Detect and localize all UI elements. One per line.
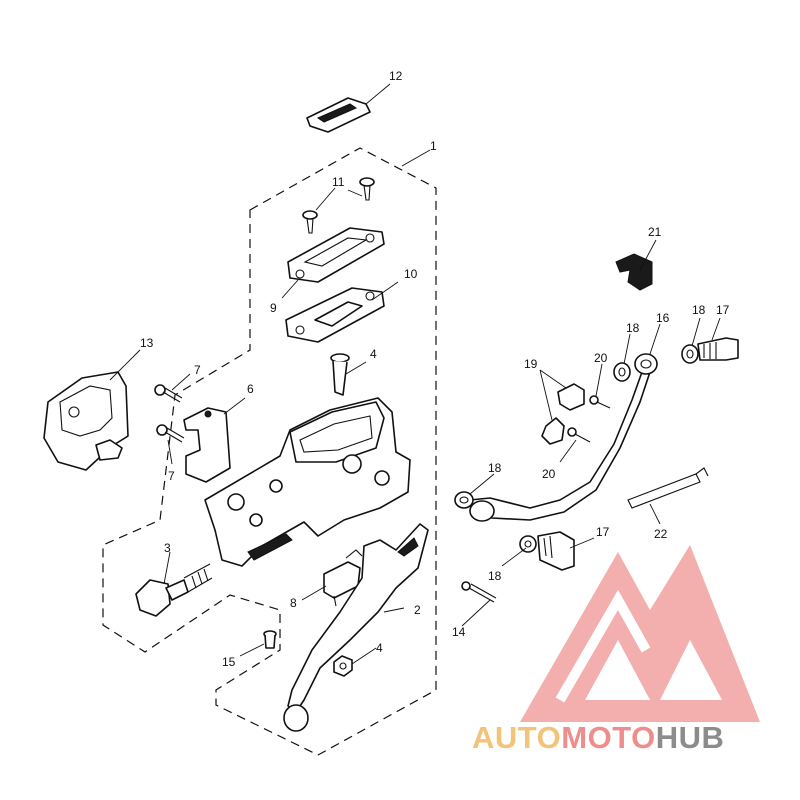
callout-12: 12 (389, 69, 403, 83)
master-cylinder-body (204, 397, 411, 567)
callout-20-a: 20 (594, 351, 608, 365)
part-12-reservoir-cap (306, 97, 371, 133)
callout-18-a: 18 (626, 321, 640, 335)
callout-labels: 12 1 11 9 10 4 13 7 7 6 3 8 2 4 15 21 16… (140, 69, 730, 669)
callout-17-b: 17 (596, 525, 610, 539)
part-11-screws (302, 177, 375, 234)
watermark-word-moto: MOTO (561, 720, 655, 755)
callout-19: 19 (524, 357, 538, 371)
part-13-handlebar-clamp (43, 371, 129, 471)
part-2-brake-lever (283, 523, 429, 732)
callout-14: 14 (452, 625, 466, 639)
part-14-screw (461, 581, 497, 603)
watermark-logo (520, 545, 760, 722)
part-10-diaphragm (285, 287, 385, 343)
callout-9: 9 (270, 301, 277, 315)
callout-15: 15 (222, 655, 236, 669)
callout-21: 21 (648, 225, 662, 239)
callout-8: 8 (290, 596, 297, 610)
callout-18-c: 18 (488, 461, 502, 475)
callout-7-top: 7 (194, 363, 201, 377)
callout-4-nut: 4 (376, 641, 383, 655)
watermark-wordmark: AUTOMOTOHUB (472, 720, 724, 755)
part-4-pivot-pin (330, 353, 350, 396)
watermark-word-auto: AUTO (472, 720, 561, 755)
part-22-spring (627, 467, 709, 509)
part-19-hose-guides (541, 383, 585, 445)
callout-18-d: 18 (488, 569, 502, 583)
svg-text:AUTOMOTOHUB: AUTOMOTOHUB (472, 720, 724, 755)
part-8-brake-switch (323, 549, 363, 607)
callout-7-bottom: 7 (168, 469, 175, 483)
callout-17-a: 17 (716, 303, 730, 317)
part-9-diaphragm-plate (287, 227, 385, 283)
watermark-word-hub: HUB (656, 720, 725, 755)
callout-1: 1 (430, 139, 437, 153)
callout-22: 22 (654, 527, 668, 541)
callout-11: 11 (332, 175, 345, 189)
part-18-washers (454, 344, 699, 553)
part-3-banjo-bolt (135, 563, 213, 617)
part-6-clamp (183, 407, 231, 483)
leader-lines (109, 83, 721, 665)
callout-6: 6 (247, 382, 254, 396)
part-20-screws (567, 395, 611, 443)
part-15-screw (263, 630, 277, 649)
part-16-brake-hose (469, 353, 658, 522)
part-4-nut (333, 655, 353, 677)
part-17-banjo-bolts (537, 337, 739, 571)
callout-2: 2 (414, 603, 421, 617)
part-7-bolts (154, 384, 185, 443)
callout-10: 10 (404, 267, 418, 281)
callout-13: 13 (140, 336, 154, 350)
callout-16: 16 (656, 311, 670, 325)
callout-3: 3 (164, 541, 171, 555)
callout-20-b: 20 (542, 467, 556, 481)
assembly-outline (102, 147, 437, 756)
callout-4-pin: 4 (370, 347, 377, 361)
callout-18-b: 18 (692, 303, 706, 317)
part-21-clip (615, 253, 653, 291)
